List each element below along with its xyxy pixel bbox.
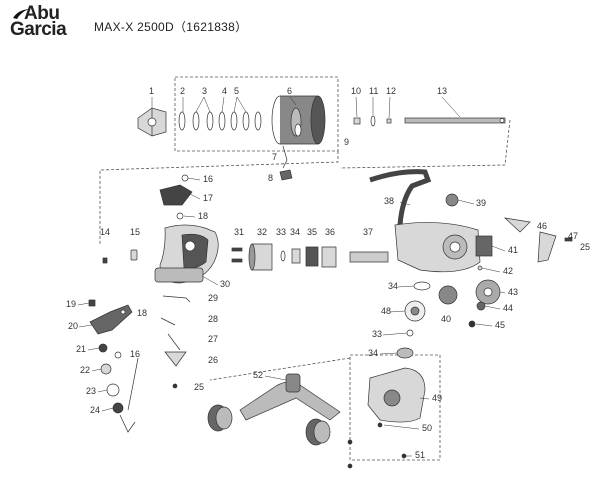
main-shaft (404, 117, 506, 124)
part-label: 18 (198, 211, 208, 221)
part-label: 47 (568, 231, 578, 241)
spool-assembly (137, 95, 326, 181)
part-label: 21 (76, 344, 86, 354)
part-label: 28 (208, 314, 218, 324)
part-label: 44 (503, 303, 513, 313)
reel-body (369, 169, 573, 273)
logo-brand-line1: Abu (24, 3, 60, 24)
part-label: 24 (90, 405, 100, 415)
part-label: 4 (222, 86, 227, 96)
part-label: 43 (508, 287, 518, 297)
part-label: 27 (208, 334, 218, 344)
part-label: 7 (272, 152, 277, 162)
part-label: 22 (80, 365, 90, 375)
drag-knob (137, 107, 167, 137)
leader-lines (77, 96, 506, 457)
bail-assembly (102, 174, 219, 284)
part-label: 33 (372, 329, 382, 339)
model-title: MAX-X 2500D（1621838） (94, 20, 248, 34)
logo-swoosh-icon (13, 9, 29, 19)
part-label: 29 (208, 293, 218, 303)
part-label: 52 (253, 370, 263, 380)
part-label: 3 (202, 86, 207, 96)
part-label: 26 (208, 355, 218, 365)
part-label: 49 (432, 393, 442, 403)
part-label: 34 (290, 227, 300, 237)
part-label: 23 (86, 386, 96, 396)
pinion-parts (231, 243, 389, 271)
part-label: 37 (363, 227, 373, 237)
part-label: 42 (503, 266, 513, 276)
part-label: 12 (386, 86, 396, 96)
shaft-washer (353, 117, 361, 125)
part-label: 17 (203, 193, 213, 203)
part-label: 50 (422, 423, 432, 433)
part-label: 39 (476, 198, 486, 208)
part-label: 31 (234, 227, 244, 237)
part-label: 36 (325, 227, 335, 237)
abu-garcia-logo: Abu Garcia (10, 4, 88, 40)
part-label: 38 (384, 196, 394, 206)
part-label: 16 (130, 349, 140, 359)
part-label: 32 (257, 227, 267, 237)
drag-washers (178, 111, 262, 131)
part-label: 25 (194, 382, 204, 392)
part-label: 19 (66, 299, 76, 309)
part-number-labels: 1 2 3 4 5 6 7 8 9 10 11 12 13 14 15 16 1… (66, 86, 590, 460)
part-label: 1 (149, 86, 154, 96)
part-label: 2 (180, 86, 185, 96)
main-shaft-parts (353, 115, 506, 127)
part-label: 5 (234, 86, 239, 96)
part-label: 15 (130, 227, 140, 237)
bail-arm-parts (88, 295, 191, 433)
part-label: 41 (508, 245, 518, 255)
part-label: 9 (344, 137, 349, 147)
part-label: 34 (388, 281, 398, 291)
part-label: 10 (351, 86, 361, 96)
shaft-pin (386, 118, 392, 124)
part-label: 34 (368, 348, 378, 358)
part-label: 20 (68, 321, 78, 331)
logo-brand-line2: Garcia (10, 19, 67, 40)
part-label: 8 (268, 173, 273, 183)
part-label: 33 (276, 227, 286, 237)
spool (271, 95, 326, 145)
gear-parts (396, 279, 501, 359)
part-label: 45 (495, 320, 505, 330)
part-label: 51 (415, 450, 425, 460)
part-label: 25 (580, 242, 590, 252)
part-label: 11 (369, 86, 378, 96)
shaft-ring (370, 115, 376, 127)
handle-assembly (207, 367, 426, 469)
part-label: 48 (381, 306, 391, 316)
part-label: 18 (137, 308, 147, 318)
part-label: 16 (203, 174, 213, 184)
part-label: 14 (100, 227, 110, 237)
part-label: 40 (441, 314, 451, 324)
part-label: 30 (220, 279, 230, 289)
part-label: 46 (537, 221, 547, 231)
part-label: 6 (287, 86, 292, 96)
part-label: 35 (307, 227, 317, 237)
part-label: 13 (437, 86, 447, 96)
